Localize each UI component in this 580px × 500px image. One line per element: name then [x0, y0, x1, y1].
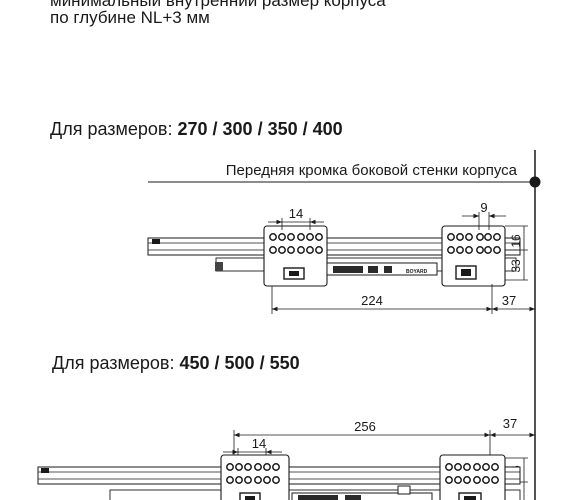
section-2-prefix: Для размеров: — [52, 353, 180, 373]
section-1-prefix: Для размеров: — [50, 119, 178, 139]
dim-front-offset: 37 — [502, 293, 516, 308]
section-1-title: Для размеров: 270 / 300 / 350 / 400 — [50, 119, 343, 140]
dim-hole-pitch-right: 9 — [480, 200, 487, 215]
dim-height-bottom: 33 — [509, 259, 523, 273]
dim-mount-distance: 224 — [361, 293, 383, 308]
s2-dim-mount-distance: 256 — [354, 419, 376, 434]
section-2-title: Для размеров: 450 / 500 / 550 — [52, 353, 300, 374]
runner-2 — [37, 454, 521, 500]
s2-dim-front-offset: 37 — [503, 416, 517, 431]
edge-label: Передняя кромка боковой стенки корпуса — [226, 162, 518, 179]
dim-hole-pitch-left: 14 — [289, 206, 303, 221]
section-1-sizes: 270 / 300 / 350 / 400 — [177, 119, 343, 139]
runner-1: BOYARD — [147, 225, 521, 287]
s2-dim-hole-pitch-left: 14 — [252, 436, 266, 451]
header-line-1: минимальный внутренний размер корпуса — [50, 0, 386, 10]
dim-height-top: 16 — [509, 234, 523, 248]
brand-label: BOYARD — [406, 269, 428, 275]
header-line-2: по глубине NL+3 мм — [50, 8, 210, 27]
section-2-sizes: 450 / 500 / 550 — [179, 353, 300, 373]
